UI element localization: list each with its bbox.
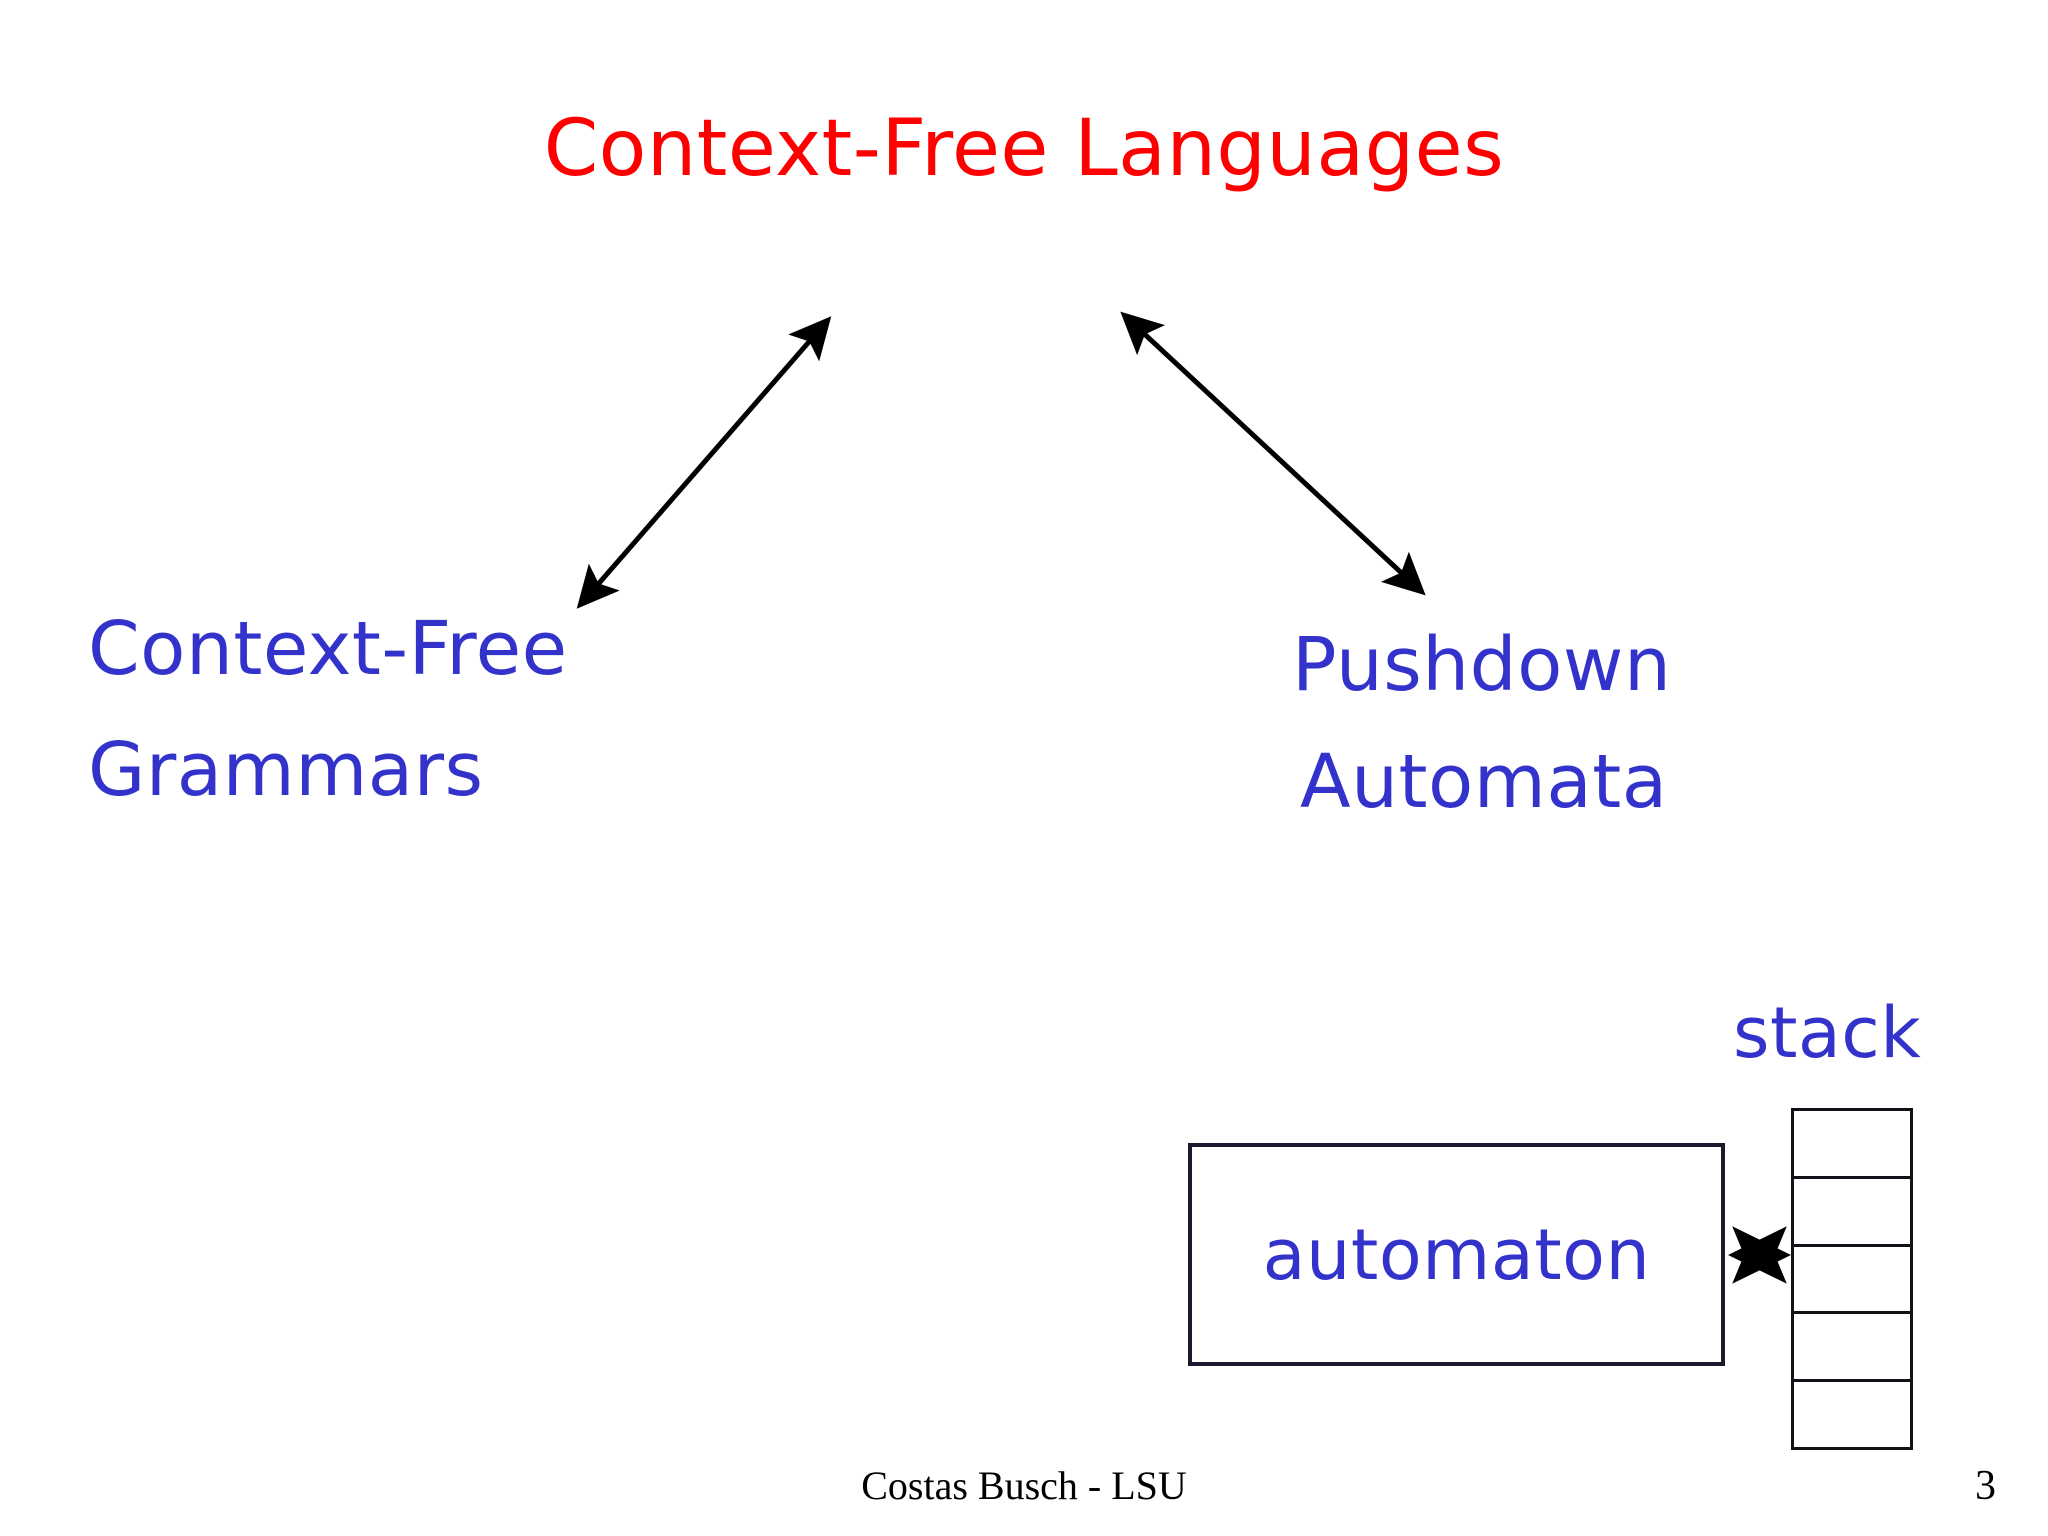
double-arrow-title-to-grammars [576, 316, 832, 609]
automaton-box: automaton [1188, 1143, 1725, 1366]
page-title: Context-Free Languages [543, 104, 1505, 194]
footer-page-number: 3 [1975, 1463, 1996, 1509]
concept-context-free-grammars-line1: Context-Free [88, 606, 568, 692]
stack-cell [1791, 1175, 1913, 1244]
stack-column [1791, 1108, 1913, 1450]
concept-pushdown-automata-line2: Automata [1300, 739, 1668, 825]
stack-cell [1791, 1379, 1913, 1450]
concept-context-free-grammars-line2: Grammars [88, 727, 484, 813]
stack-cell [1791, 1243, 1913, 1312]
stack-cell [1791, 1311, 1913, 1380]
double-arrow-title-to-automata [1120, 311, 1426, 596]
stack-cell [1791, 1108, 1913, 1176]
automaton-label: automaton [1262, 1213, 1651, 1296]
concept-pushdown-automata-line1: Pushdown [1292, 622, 1672, 708]
footer-author: Costas Busch - LSU [861, 1463, 1187, 1508]
stack-label: stack [1733, 992, 1922, 1074]
